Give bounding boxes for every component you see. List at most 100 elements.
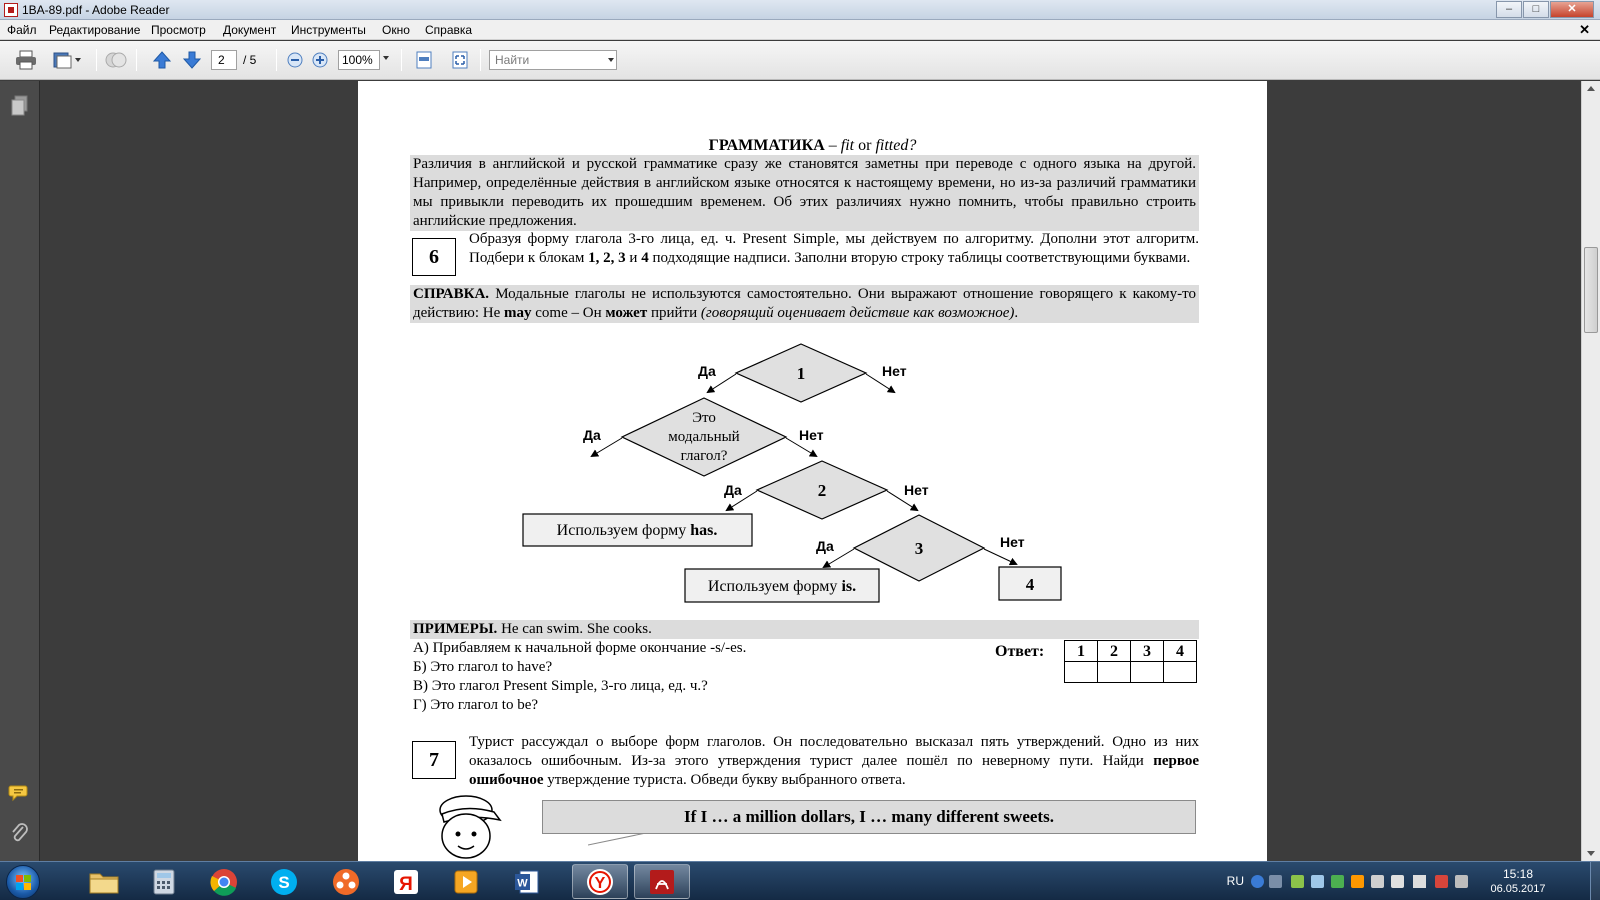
print-button[interactable] <box>14 49 38 71</box>
help-icon[interactable] <box>1251 875 1264 888</box>
taskbar-video-player[interactable] <box>438 864 494 899</box>
taskbar-explorer[interactable] <box>76 864 132 899</box>
start-button[interactable] <box>6 865 40 899</box>
maximize-button[interactable]: □ <box>1523 1 1549 18</box>
menu-file[interactable]: Файл <box>7 23 37 37</box>
algorithm-flowchart: 1 Да Нет Это модальный глагол? Да Н <box>522 343 1062 603</box>
arrow-line <box>983 548 1018 566</box>
taskbar-yandex[interactable]: Я <box>378 864 434 899</box>
page-number-input[interactable]: 2 <box>211 50 237 70</box>
scrollbar-thumb[interactable] <box>1584 247 1598 333</box>
taskbar-skype[interactable]: S <box>256 864 312 899</box>
block-4-box <box>998 566 1062 601</box>
action-center-flag-icon[interactable] <box>1435 875 1448 888</box>
adobe-reader-icon <box>650 869 674 894</box>
window-title: 1BA-89.pdf - Adobe Reader <box>22 3 170 17</box>
examples-line: ПРИМЕРЫ. He can swim. She cooks. <box>410 620 1199 639</box>
calculator-icon <box>153 869 175 894</box>
fit-page-button[interactable] <box>412 49 436 71</box>
collaborate-button[interactable] <box>104 49 128 71</box>
zoom-out-icon <box>287 52 303 68</box>
option-a: А) Прибавляем к начальной форме окончани… <box>413 640 747 656</box>
zoom-in-button[interactable] <box>308 49 332 71</box>
chevron-down-icon[interactable] <box>608 58 614 62</box>
zoom-level-select[interactable]: 100% <box>338 50 380 70</box>
document-close-icon[interactable]: ✕ <box>1579 22 1590 37</box>
scroll-up-icon[interactable] <box>1587 86 1595 91</box>
menu-document[interactable]: Документ <box>223 23 277 37</box>
svg-text:Y: Y <box>595 875 606 892</box>
tray-keyboard-icon[interactable] <box>1455 875 1468 888</box>
toolbar-separator <box>136 49 137 71</box>
scroll-down-icon[interactable] <box>1587 851 1595 856</box>
arrow-line <box>590 437 623 458</box>
taskbar-calculator[interactable] <box>136 864 192 899</box>
chevron-down-icon[interactable] <box>383 56 389 60</box>
taskbar-word[interactable]: W <box>499 864 555 899</box>
menu-tools[interactable]: Инструменты <box>291 23 366 37</box>
is-form-text: Используем форму is. <box>708 578 856 595</box>
answer-cell <box>1097 661 1131 683</box>
yandex-browser-icon: Y <box>587 868 613 895</box>
pages-icon[interactable] <box>10 95 30 117</box>
answer-label: Ответ: <box>995 643 1045 660</box>
previous-page-button[interactable] <box>150 49 174 71</box>
full-screen-button[interactable] <box>448 49 472 71</box>
paperclip-icon[interactable] <box>10 823 30 845</box>
clock-time[interactable]: 15:18 <box>1502 867 1534 881</box>
document-area[interactable]: ГРАММАТИКА – fit or fitted? Различия в а… <box>41 81 1581 861</box>
vertical-scrollbar[interactable] <box>1581 81 1600 861</box>
toolbar: 2 / 5 100% Найти <box>0 41 1600 80</box>
tray-app-icon[interactable] <box>1291 875 1304 888</box>
taskbar-chrome[interactable] <box>196 864 252 899</box>
taskbar-yandex-browser[interactable]: Y <box>572 864 628 899</box>
share-button[interactable] <box>50 49 86 71</box>
taskbar-media-app[interactable] <box>318 864 374 899</box>
menu-view[interactable]: Просмотр <box>151 23 206 37</box>
folder-icon <box>89 873 119 893</box>
no-label: Нет <box>882 363 907 379</box>
tray-update-icon[interactable] <box>1351 875 1364 888</box>
arrow-line <box>822 548 855 569</box>
show-desktop-button[interactable] <box>1590 862 1600 900</box>
pdf-page: ГРАММАТИКА – fit or fitted? Различия в а… <box>358 81 1267 861</box>
close-button[interactable]: ✕ <box>1550 1 1594 18</box>
no-label: Нет <box>904 482 929 498</box>
yandex-icon: Я <box>394 869 418 895</box>
task-7-text: Турист рассуждал о выборе форм глаголов.… <box>469 734 1199 788</box>
zoom-out-button[interactable] <box>283 49 307 71</box>
menu-help[interactable]: Справка <box>425 23 473 37</box>
arrow-line <box>706 373 737 394</box>
decision-diamond-3 <box>852 514 986 582</box>
tray-display-icon[interactable] <box>1391 875 1404 888</box>
task-6-text: Образуя форму глагола 3-го лица, ед. ч. … <box>469 231 1199 266</box>
find-input[interactable]: Найти <box>489 50 617 70</box>
next-page-button[interactable] <box>180 49 204 71</box>
toolbar-separator <box>96 49 97 71</box>
tray-security-icon[interactable] <box>1331 875 1344 888</box>
language-indicator[interactable]: RU <box>1226 874 1244 888</box>
tray-usb-icon[interactable] <box>1371 875 1384 888</box>
menu-window[interactable]: Окно <box>382 23 410 37</box>
answer-cell <box>1064 661 1098 683</box>
answer-header-cell: 3 <box>1130 640 1164 662</box>
block-4-label: 4 <box>1026 575 1035 594</box>
adobe-pdf-icon <box>4 3 18 17</box>
network-icon[interactable] <box>1311 875 1324 888</box>
minimize-button[interactable]: – <box>1496 1 1522 18</box>
answer-input-row <box>1064 661 1197 683</box>
task-number-7: 7 <box>412 741 456 779</box>
answer-header-cell: 4 <box>1163 640 1197 662</box>
taskbar-adobe-reader[interactable] <box>634 864 690 899</box>
share-icon <box>53 52 81 69</box>
menu-edit[interactable]: Редактирование <box>49 23 141 37</box>
option-v: В) Это глагол Present Simple, 3-го лица,… <box>413 678 708 694</box>
menu-bar: Файл Редактирование Просмотр Документ Ин… <box>0 20 1600 40</box>
yes-label: Да <box>816 538 834 554</box>
comment-icon[interactable] <box>8 783 32 803</box>
tray-expand-icon[interactable] <box>1269 875 1282 888</box>
answer-table: 1 2 3 4 <box>1064 640 1197 683</box>
clock-date[interactable]: 06.05.2017 <box>1490 883 1546 895</box>
volume-icon[interactable] <box>1413 875 1426 888</box>
